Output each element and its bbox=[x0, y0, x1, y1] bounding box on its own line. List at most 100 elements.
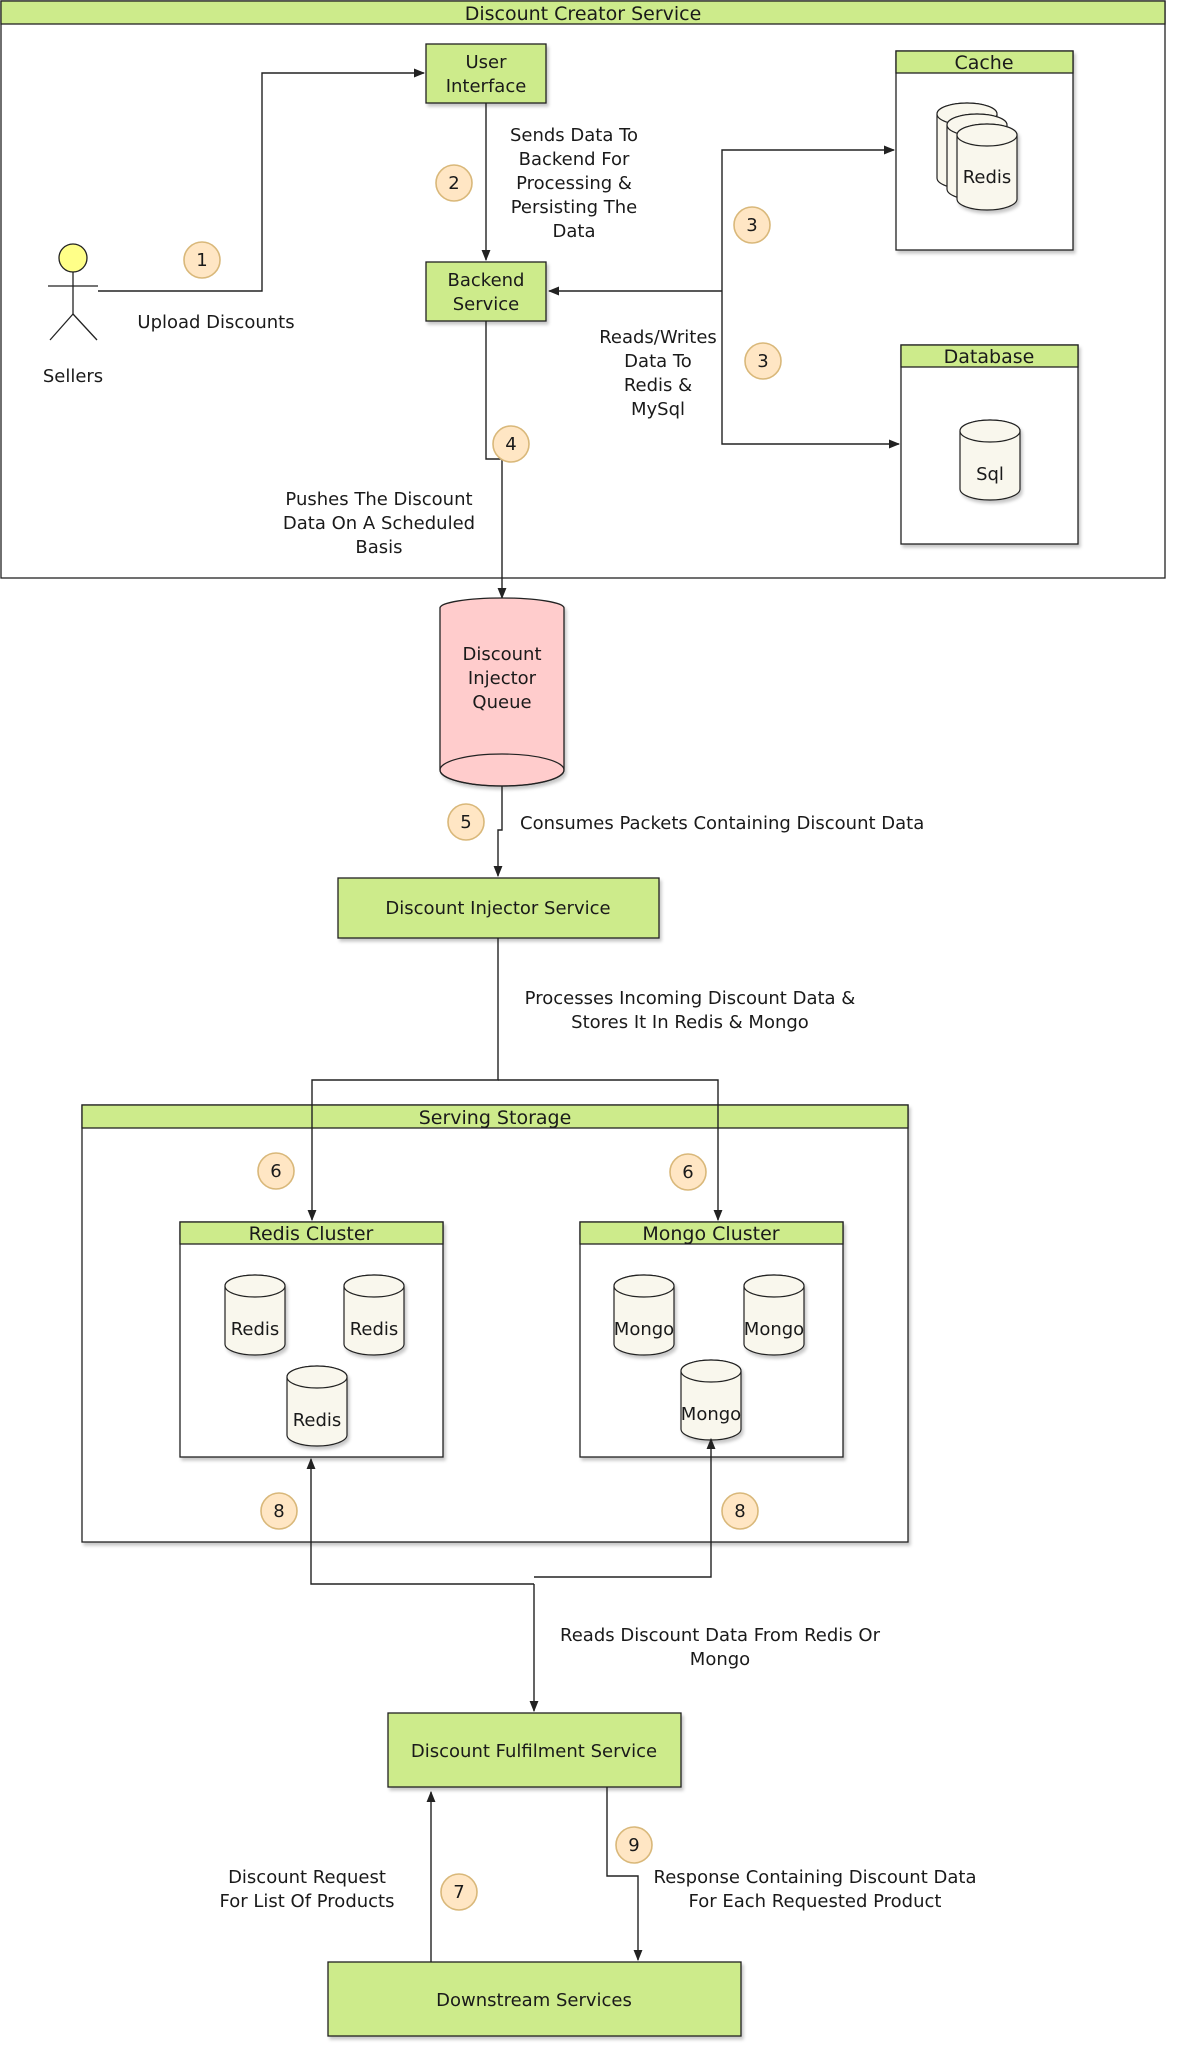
step-7-text: 7 bbox=[453, 1882, 464, 1903]
sends-data-label: Sends Data To Backend For Processing & P… bbox=[510, 125, 638, 242]
mongo-label-2: Mongo bbox=[744, 1319, 804, 1340]
mongo-cylinder-3: Mongo bbox=[680, 1359, 742, 1441]
step-badge-4: 4 bbox=[492, 425, 530, 463]
sends-data-line-5: Data bbox=[553, 221, 596, 242]
step-badge-5: 5 bbox=[447, 803, 485, 841]
redis-cylinder-3: Redis bbox=[286, 1365, 348, 1447]
step-4-text: 4 bbox=[505, 434, 516, 455]
edge-backend-to-database bbox=[721, 291, 901, 449]
edge-backend-to-queue bbox=[485, 321, 507, 600]
sql-cylinder: Sql bbox=[959, 419, 1021, 501]
reads-writes-line-2: Data To bbox=[624, 351, 692, 372]
mongo-cylinder-1: Mongo bbox=[613, 1274, 675, 1356]
database-title: Database bbox=[944, 346, 1035, 368]
edge-queue-to-injector bbox=[493, 786, 503, 878]
step-3b-text: 3 bbox=[757, 351, 768, 372]
edge-fulfilment-to-downstream bbox=[606, 1787, 643, 1962]
mongo-cluster-title: Mongo Cluster bbox=[642, 1223, 779, 1245]
mongo-cylinder-2: Mongo bbox=[743, 1274, 805, 1356]
redis-label-2: Redis bbox=[350, 1319, 399, 1340]
redis-cylinder-2: Redis bbox=[343, 1274, 405, 1356]
database-container: Database Sql bbox=[900, 344, 1079, 545]
downstream-services-node: Downstream Services bbox=[327, 1961, 742, 2037]
user-interface-label-1: User bbox=[465, 52, 507, 73]
edge-sellers-to-ui bbox=[98, 68, 426, 292]
step-badge-7: 7 bbox=[440, 1873, 478, 1911]
response-line-1: Response Containing Discount Data bbox=[654, 1867, 977, 1888]
backend-service-label-1: Backend bbox=[448, 270, 525, 291]
sends-data-line-2: Backend For bbox=[519, 149, 630, 170]
step-badge-6b: 6 bbox=[669, 1153, 707, 1191]
request-label: Discount Request For List Of Products bbox=[220, 1867, 395, 1912]
sends-data-line-3: Processing & bbox=[516, 173, 632, 194]
fulfilment-service-label: Discount Fulfilment Service bbox=[411, 1741, 657, 1762]
step-6b-text: 6 bbox=[682, 1162, 693, 1183]
pushes-line-2: Data On A Scheduled bbox=[283, 513, 475, 534]
step-3a-text: 3 bbox=[746, 215, 757, 236]
step-badge-8b: 8 bbox=[721, 1492, 759, 1530]
pushes-line-1: Pushes The Discount bbox=[285, 489, 472, 510]
backend-service-label-2: Service bbox=[453, 294, 520, 315]
edge-injector-to-redis bbox=[307, 938, 499, 1222]
discount-fulfilment-service-node: Discount Fulfilment Service bbox=[387, 1712, 682, 1788]
step-badge-3b: 3 bbox=[744, 342, 782, 380]
redis-cylinder-1: Redis bbox=[224, 1274, 286, 1356]
step-8b-text: 8 bbox=[734, 1501, 745, 1522]
reads-writes-line-4: MySql bbox=[631, 399, 685, 420]
reads-discount-line-1: Reads Discount Data From Redis Or bbox=[560, 1625, 881, 1646]
step-2-text: 2 bbox=[448, 173, 459, 194]
mongo-label-1: Mongo bbox=[614, 1319, 674, 1340]
step-1-text: 1 bbox=[196, 250, 207, 271]
reads-writes-line-1: Reads/Writes bbox=[599, 327, 717, 348]
backend-service-node: Backend Service bbox=[425, 261, 547, 322]
redis-label-1: Redis bbox=[231, 1319, 280, 1340]
discount-injector-service-node: Discount Injector Service bbox=[337, 877, 660, 939]
sql-label: Sql bbox=[976, 464, 1004, 485]
discount-creator-title: Discount Creator Service bbox=[465, 3, 702, 25]
step-badge-6a: 6 bbox=[257, 1152, 295, 1190]
pushes-line-3: Basis bbox=[355, 537, 402, 558]
cache-title: Cache bbox=[954, 52, 1013, 74]
discount-injector-queue: Discount Injector Queue bbox=[439, 597, 565, 787]
response-line-2: For Each Requested Product bbox=[689, 1891, 942, 1912]
redis-cluster-title: Redis Cluster bbox=[249, 1223, 374, 1245]
step-6a-text: 6 bbox=[270, 1161, 281, 1182]
sends-data-line-1: Sends Data To bbox=[510, 125, 638, 146]
pushes-label: Pushes The Discount Data On A Scheduled … bbox=[283, 489, 475, 558]
sellers-actor: Sellers bbox=[43, 243, 103, 387]
downstream-services-label: Downstream Services bbox=[436, 1990, 632, 2011]
sends-data-line-4: Persisting The bbox=[511, 197, 638, 218]
cache-redis-label: Redis bbox=[963, 167, 1012, 188]
reads-discount-label: Reads Discount Data From Redis Or Mongo bbox=[560, 1625, 881, 1670]
cache-redis-stack: Redis bbox=[936, 102, 1018, 211]
processes-line-1: Processes Incoming Discount Data & bbox=[525, 988, 856, 1009]
edge-fulfilment-to-mongo bbox=[534, 1437, 716, 1578]
edge-fulfilment-to-redis bbox=[306, 1457, 534, 1585]
step-badge-9: 9 bbox=[615, 1826, 653, 1864]
step-badge-2: 2 bbox=[435, 164, 473, 202]
sellers-label: Sellers bbox=[43, 366, 103, 387]
step-badge-3a: 3 bbox=[733, 206, 771, 244]
queue-label-1: Discount bbox=[462, 644, 541, 665]
edge-injector-to-mongo bbox=[498, 1079, 723, 1222]
mongo-label-3: Mongo bbox=[681, 1404, 741, 1425]
step-9-text: 9 bbox=[628, 1835, 639, 1856]
user-interface-label-2: Interface bbox=[446, 76, 527, 97]
reads-writes-line-3: Redis & bbox=[624, 375, 692, 396]
user-interface-node: User Interface bbox=[425, 43, 547, 104]
edge-backend-to-cache bbox=[721, 145, 896, 291]
reads-writes-label: Reads/Writes Data To Redis & MySql bbox=[599, 327, 717, 420]
step-badge-8a: 8 bbox=[260, 1492, 298, 1530]
step-badge-1: 1 bbox=[183, 241, 221, 279]
request-line-1: Discount Request bbox=[228, 1867, 386, 1888]
injector-service-label: Discount Injector Service bbox=[385, 898, 610, 919]
step-5-text: 5 bbox=[460, 812, 471, 833]
upload-discounts-label: Upload Discounts bbox=[137, 312, 294, 333]
response-label: Response Containing Discount Data For Ea… bbox=[654, 1867, 977, 1912]
redis-label-3: Redis bbox=[293, 1410, 342, 1431]
step-8a-text: 8 bbox=[273, 1501, 284, 1522]
cache-container: Cache Redis bbox=[895, 50, 1074, 251]
reads-discount-line-2: Mongo bbox=[690, 1649, 750, 1670]
processes-line-2: Stores It In Redis & Mongo bbox=[571, 1012, 809, 1033]
